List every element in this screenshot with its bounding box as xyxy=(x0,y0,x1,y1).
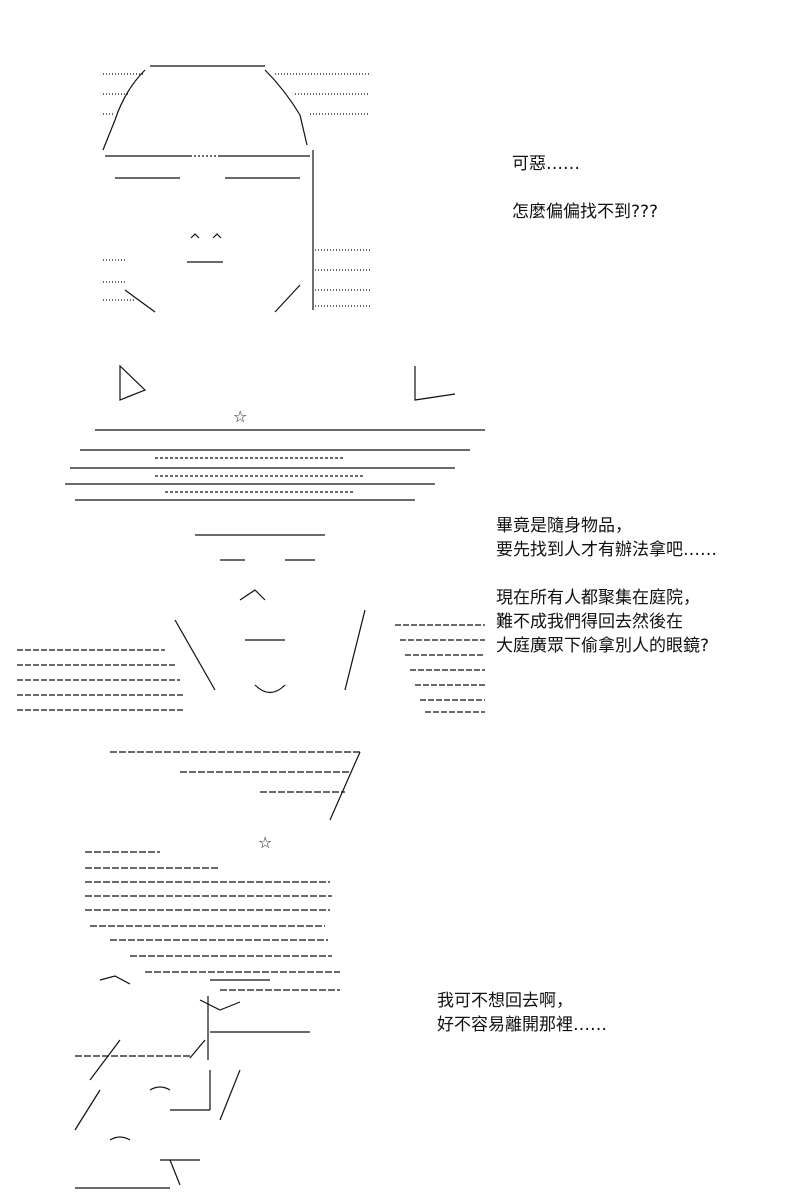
dialogue-box: 可惡…… 怎麼偏偏找不到??? xyxy=(512,152,658,224)
dialogue-line: 可惡…… xyxy=(512,154,580,174)
panel-3: ☆ 我可不想回去啊， 好不容易離開那裡…… xyxy=(0,730,800,1200)
dialogue-box: 畢竟是隨身物品， 要先找到人才有辦法拿吧…… 現在所有人都聚集在庭院， 難不成我… xyxy=(496,514,717,658)
dialogue-line: 大庭廣眾下偷拿別人的眼鏡? xyxy=(496,636,710,656)
svg-text:☆: ☆ xyxy=(233,407,247,426)
dialogue-box: 我可不想回去啊， 好不容易離開那裡…… xyxy=(437,989,607,1037)
dialogue-gap xyxy=(496,562,717,586)
ascii-art-character-glasses-face xyxy=(95,60,380,320)
ascii-art-character-hat-star: ☆ xyxy=(15,360,490,720)
panel-1: 可惡…… 怎麼偏偏找不到??? xyxy=(0,0,800,330)
dialogue-line: 現在所有人都聚集在庭院， xyxy=(496,588,700,608)
dialogue-line: 難不成我們得回去然後在 xyxy=(496,612,683,632)
dialogue-line: 怎麼偏偏找不到??? xyxy=(512,202,659,222)
dialogue-line: 畢竟是隨身物品， xyxy=(496,516,632,536)
dialogue-line: 要先找到人才有辦法拿吧…… xyxy=(496,540,717,560)
dialogue-line: 我可不想回去啊， xyxy=(437,991,573,1011)
dialogue-line: 好不容易離開那裡…… xyxy=(437,1015,607,1035)
svg-text:☆: ☆ xyxy=(258,833,272,852)
ascii-art-character-profile-star: ☆ xyxy=(70,740,370,1195)
dialogue-gap xyxy=(512,176,658,200)
panel-2: ☆ xyxy=(0,330,800,730)
